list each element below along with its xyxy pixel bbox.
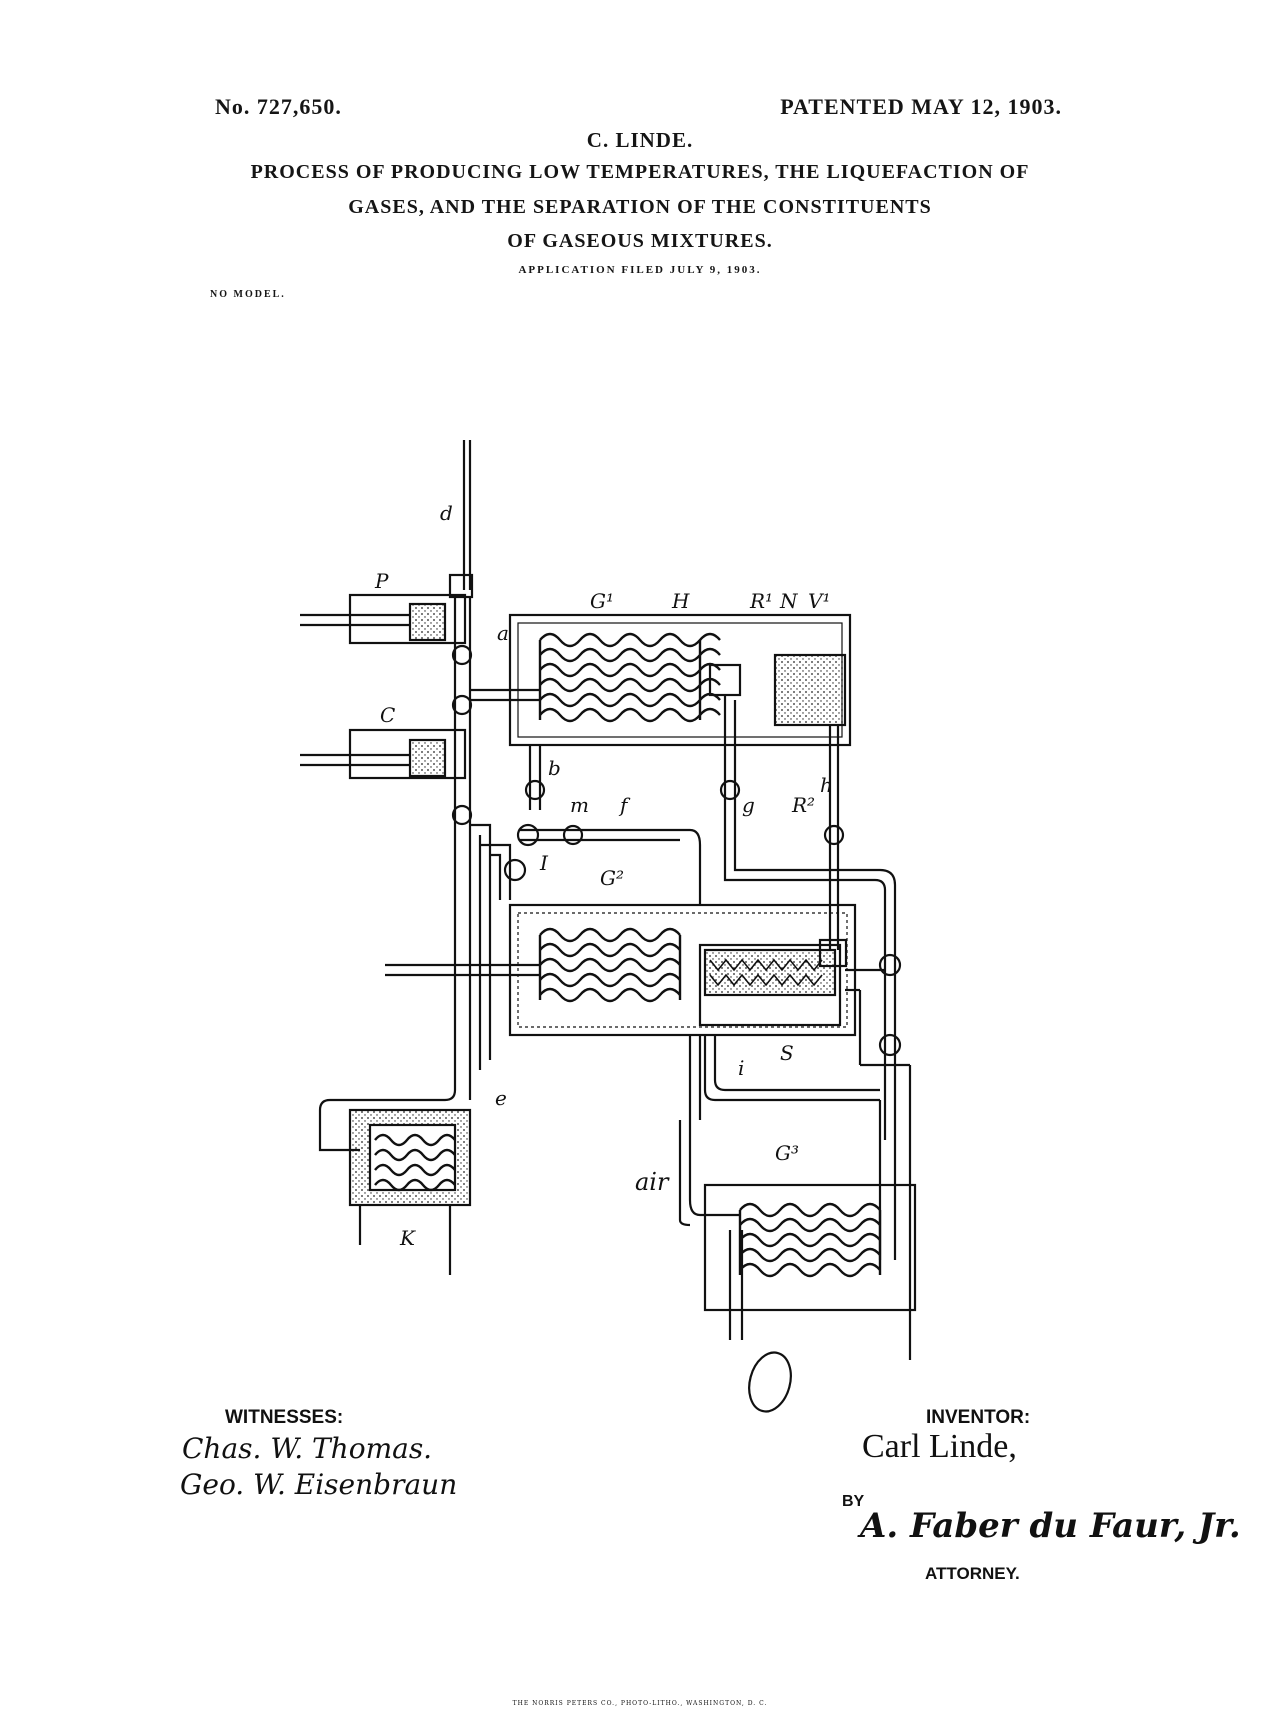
patent-number: No. 727,650. (215, 94, 342, 119)
vessel-bottom (703, 1183, 917, 1312)
separator-s (698, 943, 842, 1027)
label-r1: R¹ (749, 589, 773, 613)
attorney-label: ATTORNEY. (925, 1564, 1020, 1583)
label-e: e (495, 1086, 507, 1110)
compressor-c (300, 728, 467, 780)
label-b: b (548, 756, 561, 780)
inventor-heading: C. LINDE. (586, 128, 694, 152)
label-r2: R² (791, 793, 815, 817)
label-p: P (374, 569, 389, 593)
label-i-upper: I (539, 851, 549, 875)
title-line-1: PROCESS OF PRODUCING LOW TEMPERATURES, T… (250, 161, 1030, 183)
label-a: a (497, 621, 509, 645)
application-filed: APPLICATION FILED JULY 9, 1903. (518, 264, 762, 276)
label-d: d (440, 501, 453, 525)
witnesses-label: WITNESSES: (225, 1407, 344, 1428)
title-line-2: GASES, AND THE SEPARATION OF THE CONSTIT… (348, 196, 932, 218)
coil-g3 (738, 1202, 882, 1278)
inventor-signature: Carl Linde, (862, 1428, 1017, 1465)
label-c: C (380, 703, 395, 727)
printer-imprint: THE NORRIS PETERS CO., PHOTO-LITHO., WAS… (512, 1700, 768, 1707)
model-note: NO MODEL. (210, 289, 286, 300)
label-h-lower: h (820, 773, 833, 797)
witness-2-signature: Geo. W. Eisenbraun (180, 1468, 458, 1501)
label-v1: V¹ (808, 589, 830, 613)
label-g2: G² (600, 866, 624, 890)
label-s: S (780, 1041, 794, 1065)
cooler-k (348, 1108, 472, 1207)
label-n: N (779, 589, 799, 613)
coil-g2 (538, 927, 682, 1003)
label-air: air (635, 1168, 670, 1196)
label-f: f (618, 793, 631, 817)
witness-1-signature: Chas. W. Thomas. (182, 1432, 433, 1465)
label-g1: G¹ (590, 589, 614, 613)
attorney-signature: A. Faber du Faur, Jr. (860, 1506, 1241, 1546)
by-label: BY (842, 1493, 865, 1510)
inventor-label: INVENTOR: (926, 1407, 1031, 1428)
label-k: K (399, 1226, 416, 1250)
coil-k (374, 1133, 456, 1192)
coil-g1 (538, 632, 721, 723)
title-line-3: OF GASEOUS MIXTURES. (507, 230, 773, 252)
patent-date: PATENTED MAY 12, 1903. (780, 94, 1062, 119)
oval-mark (748, 1351, 792, 1413)
compressor-p (300, 573, 474, 645)
label-m: m (570, 793, 589, 817)
label-g3: G³ (775, 1141, 799, 1165)
receiver-v1 (773, 653, 847, 727)
label-g: g (742, 793, 755, 817)
label-i: i (738, 1056, 744, 1080)
label-h: H (671, 589, 690, 613)
